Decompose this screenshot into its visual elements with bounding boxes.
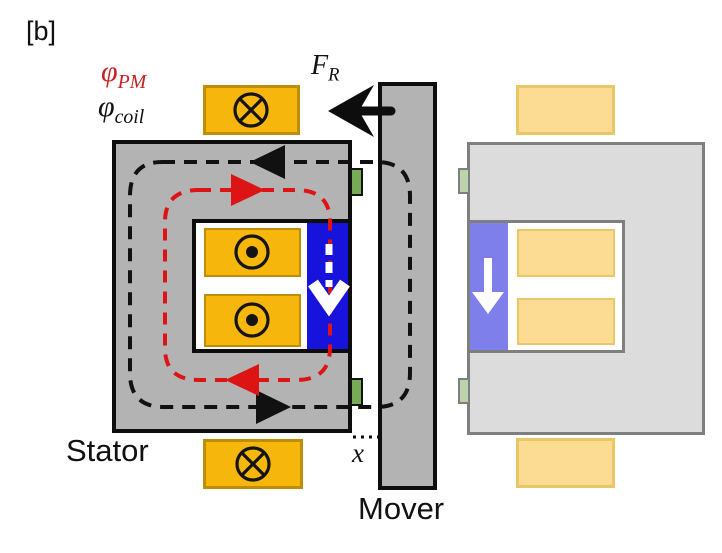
flux-pm-label: φPM <box>101 55 146 94</box>
ghost-pole-tab-bottom <box>458 378 470 404</box>
figure-label: [b] <box>26 16 57 46</box>
force-symbol: F <box>311 50 329 81</box>
ghost-outer-coil-bottom <box>516 438 615 488</box>
mover-label: Mover <box>358 491 445 526</box>
force-label: FR <box>311 50 339 86</box>
stator-label: Stator <box>66 433 149 468</box>
permanent-magnet <box>307 223 348 349</box>
flux-pm-symbol: φ <box>101 55 118 88</box>
ghost-inner-coil-bottom <box>517 298 615 345</box>
stator-inner-coil-top <box>204 228 301 277</box>
stator-pole-tab-top <box>350 168 363 196</box>
stator-outer-coil-bottom <box>203 439 303 489</box>
stator-inner-coil-bottom <box>204 294 301 347</box>
flux-coil-label: φcoil <box>98 90 144 129</box>
stator-outer-coil-top <box>203 85 300 135</box>
flux-coil-symbol: φ <box>98 90 115 123</box>
ghost-permanent-magnet <box>470 223 508 350</box>
flux-pm-subscript: PM <box>117 71 147 93</box>
mover-bar <box>378 82 437 490</box>
ghost-pole-tab-top <box>458 168 470 194</box>
force-arrow-head <box>328 85 374 137</box>
ghost-outer-coil-top <box>516 85 615 135</box>
force-subscript: R <box>328 64 340 85</box>
displacement-label: x <box>352 438 364 468</box>
ghost-inner-coil-top <box>517 229 615 277</box>
stator-pole-tab-bottom <box>350 378 363 406</box>
flux-coil-subscript: coil <box>114 106 145 128</box>
